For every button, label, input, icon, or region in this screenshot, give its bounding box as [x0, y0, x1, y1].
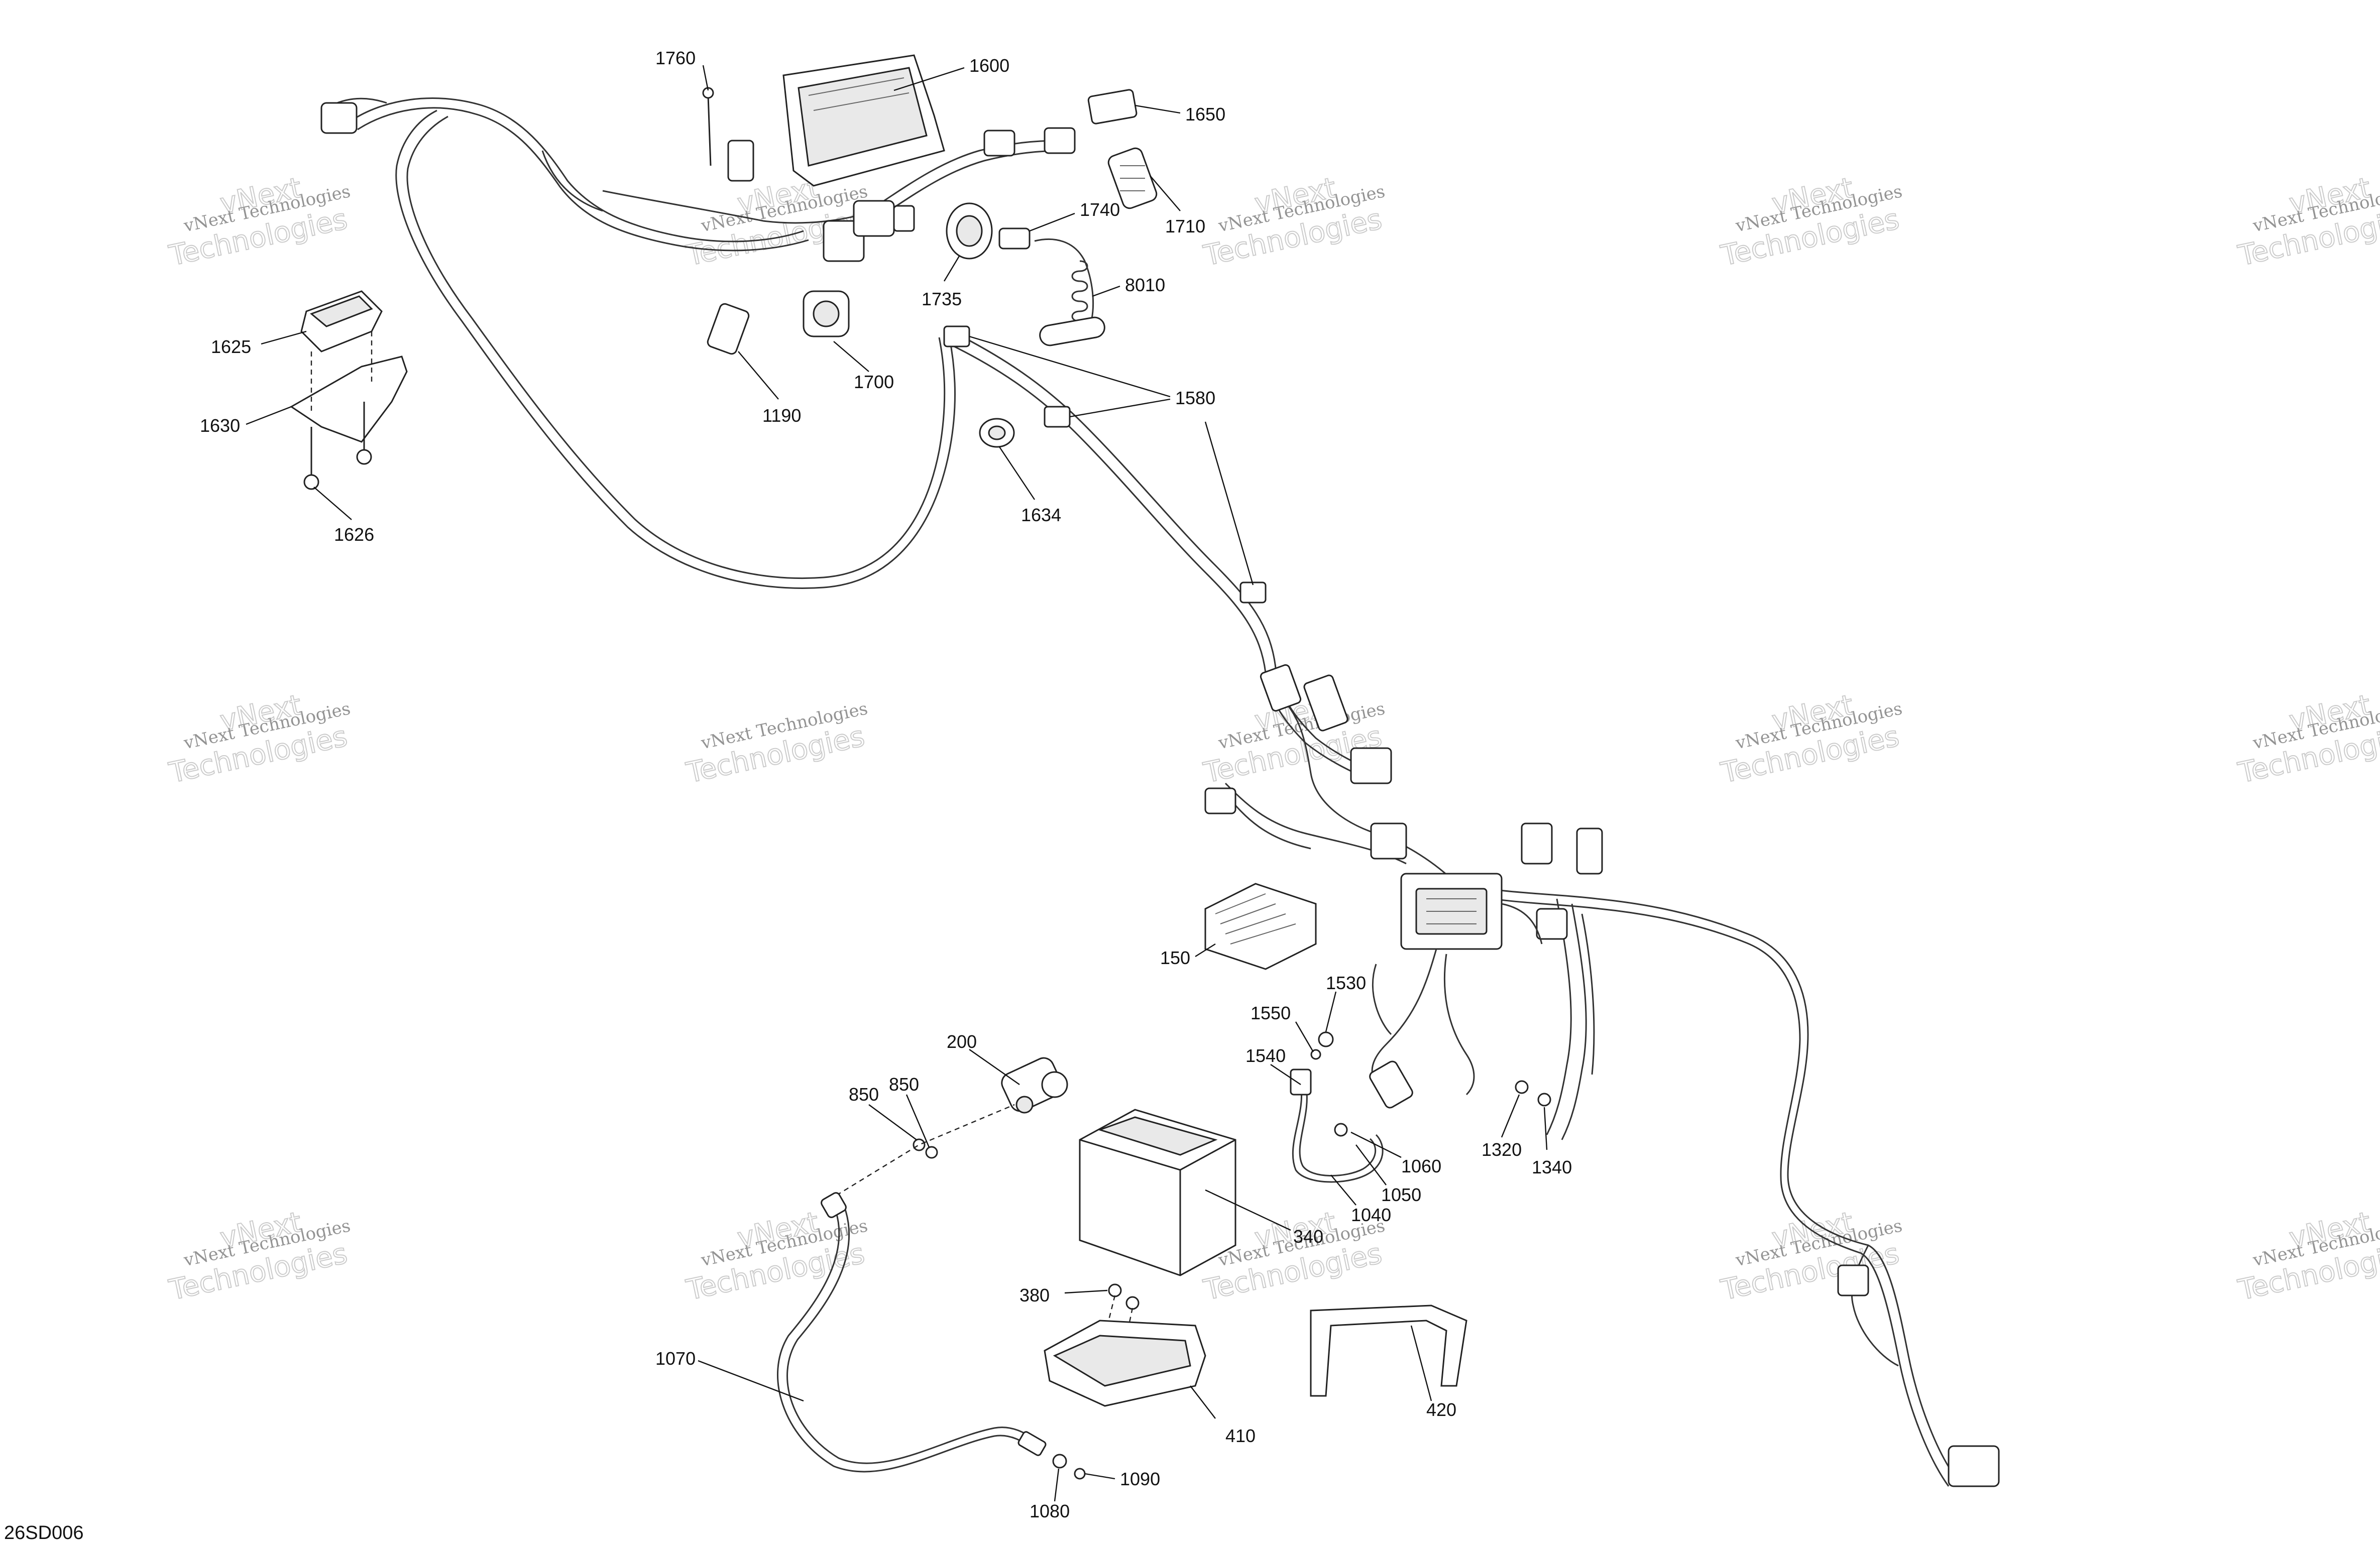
callout-1320: 1320 [1482, 1139, 1522, 1160]
instrument-cluster [782, 54, 945, 187]
callout-340: 340 [1293, 1226, 1323, 1247]
voltage-regulator-150 [1204, 883, 1317, 970]
callout-1090: 1090 [1120, 1469, 1160, 1489]
bracket-1630 [290, 355, 408, 443]
screw-1760 [702, 87, 714, 166]
connector-icon [1536, 908, 1568, 940]
connector-icon [1837, 1264, 1869, 1296]
connector-icon [1044, 127, 1076, 154]
starter-solenoid-200 [1001, 1057, 1068, 1114]
fasteners-1080-1090 [1052, 1454, 1086, 1480]
battery-cable-1040 [1290, 1069, 1384, 1183]
callout-1740: 1740 [1080, 199, 1120, 220]
callout-1634: 1634 [1021, 505, 1061, 525]
callout-850a: 850 [849, 1084, 879, 1105]
callout-1050: 1050 [1381, 1184, 1421, 1205]
main-wiring-harness [954, 335, 2000, 1487]
callout-1080: 1080 [1030, 1501, 1070, 1521]
alignment-line [310, 331, 373, 412]
callout-1630: 1630 [200, 415, 240, 436]
battery-tray-410 [1044, 1320, 1206, 1407]
watermark-group: vNext Technologies vNext Technologies vN… [166, 171, 2380, 1308]
callout-410: 410 [1225, 1426, 1256, 1446]
callout-150: 150 [1160, 947, 1190, 968]
connector-icon [1576, 827, 1603, 875]
callout-1340: 1340 [1532, 1157, 1572, 1177]
callout-1760: 1760 [655, 48, 696, 68]
alignment-line [828, 1104, 1015, 1201]
connector-icon [727, 140, 754, 182]
callout-labels: 1760 1600 1650 1710 1740 1735 8010 1625 … [200, 48, 1572, 1521]
switch-1700 [803, 290, 850, 337]
connector-icon [1521, 822, 1553, 865]
callout-1530: 1530 [1326, 973, 1366, 993]
callout-1650: 1650 [1185, 104, 1225, 125]
connector-icon [1204, 787, 1236, 814]
fasteners-1320-1340 [1515, 1080, 1551, 1107]
accessory-socket [946, 202, 1094, 327]
callout-1626: 1626 [334, 524, 374, 545]
callout-380: 380 [1019, 1285, 1050, 1305]
callout-1700: 1700 [854, 372, 894, 392]
nuts-850 [913, 1138, 938, 1159]
drawing-id: 26SD006 [4, 1522, 83, 1543]
connector-icon [1260, 664, 1302, 712]
battery-340 [1079, 1109, 1236, 1276]
callout-1040: 1040 [1351, 1205, 1391, 1225]
callout-1580: 1580 [1175, 388, 1215, 408]
connector-icon [853, 200, 895, 237]
callout-200: 200 [947, 1031, 977, 1052]
switch-1710 [1107, 147, 1158, 209]
connector-icon [983, 130, 1015, 157]
upper-wiring-harness [320, 97, 1076, 589]
connector-icon [320, 102, 358, 134]
callout-420: 420 [1426, 1399, 1456, 1420]
callout-1710: 1710 [1165, 216, 1205, 236]
callout-1540: 1540 [1245, 1045, 1286, 1066]
switch-1190 [707, 303, 750, 355]
connector-1650 [1087, 89, 1138, 125]
connector-icon [1369, 1060, 1413, 1109]
connector-icon [1303, 674, 1348, 732]
callout-1190: 1190 [762, 405, 801, 426]
coiled-cable-8010 [1039, 260, 1105, 346]
callout-1625: 1625 [211, 336, 251, 357]
callout-1550: 1550 [1251, 1003, 1291, 1023]
callout-1070: 1070 [655, 1348, 696, 1369]
connector-icon [1948, 1445, 2000, 1487]
module-1625 [300, 290, 383, 352]
connector-icon [1370, 822, 1407, 860]
screws-1626 [303, 402, 372, 490]
fasteners-1530-1550 [1310, 1031, 1348, 1137]
callout-1600: 1600 [969, 55, 1009, 76]
connector-icon [893, 205, 915, 232]
callout-850b: 850 [889, 1074, 919, 1095]
grommet-1634 [979, 418, 1015, 448]
callout-8010: 8010 [1125, 275, 1165, 295]
clips-1580 [943, 325, 1267, 604]
battery-strap-420 [1310, 1304, 1467, 1397]
callout-1060: 1060 [1401, 1156, 1441, 1176]
leader-lines [246, 65, 1548, 1502]
connector-icon [1350, 747, 1392, 784]
callout-1735: 1735 [922, 289, 962, 309]
cable-1070 [777, 1192, 1047, 1473]
